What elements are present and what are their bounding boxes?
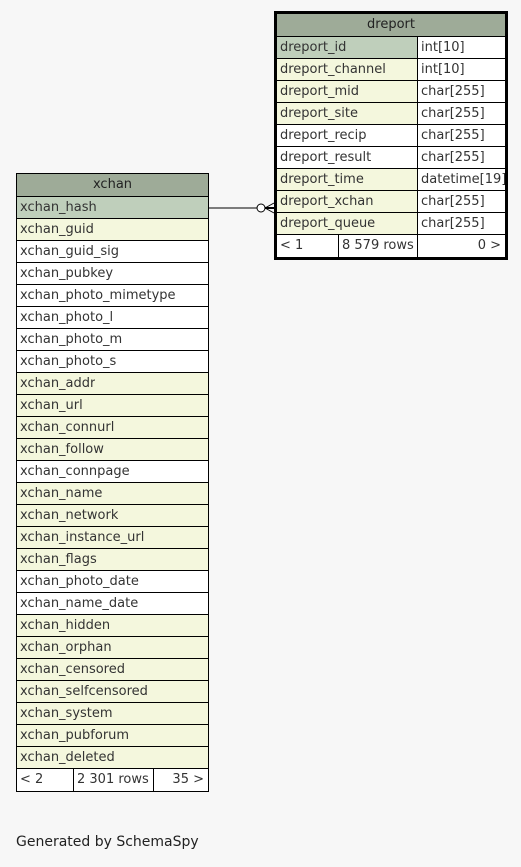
- column-name: dreport_mid: [280, 84, 359, 99]
- column-row-xchan-url[interactable]: xchan_url: [17, 395, 208, 417]
- column-row-xchan-network[interactable]: xchan_network: [17, 505, 208, 527]
- column-row-xchan-orphan[interactable]: xchan_orphan: [17, 637, 208, 659]
- column-name: dreport_xchan: [280, 194, 374, 209]
- generated-by-caption: Generated by SchemaSpy: [16, 834, 199, 850]
- table-xchan[interactable]: xchan xchan_hash xchan_guid xchan_guid_sig…: [16, 173, 209, 792]
- column-row-xchan-hash[interactable]: xchan_hash: [17, 197, 208, 219]
- column-name: xchan_follow: [20, 442, 104, 457]
- parents-count: < 1: [280, 238, 304, 253]
- column-row-xchan-name[interactable]: xchan_name: [17, 483, 208, 505]
- column-name: xchan_photo_date: [20, 574, 139, 589]
- row-count: 2 301 rows: [73, 769, 154, 791]
- row-count: 8 579 rows: [338, 235, 418, 257]
- column-row-dreport-channel[interactable]: dreport_channel int[10]: [277, 59, 505, 81]
- column-row-xchan-flags[interactable]: xchan_flags: [17, 549, 208, 571]
- column-row-xchan-guid[interactable]: xchan_guid: [17, 219, 208, 241]
- column-row-dreport-queue[interactable]: dreport_queue char[255]: [277, 213, 505, 235]
- column-name: dreport_time: [280, 172, 364, 187]
- children-count: 35 >: [172, 772, 204, 787]
- table-dreport-footer: < 1 8 579 rows 0 >: [277, 235, 505, 257]
- column-row-xchan-pubforum[interactable]: xchan_pubforum: [17, 725, 208, 747]
- column-name: xchan_network: [20, 508, 119, 523]
- table-xchan-columns: xchan_hash xchan_guid xchan_guid_sig xchan_…: [17, 197, 208, 769]
- column-name: dreport_recip: [280, 128, 367, 143]
- column-name: dreport_result: [280, 150, 372, 165]
- column-row-xchan-photo-l[interactable]: xchan_photo_l: [17, 307, 208, 329]
- column-name: xchan_orphan: [20, 640, 112, 655]
- column-row-xchan-follow[interactable]: xchan_follow: [17, 439, 208, 461]
- column-row-dreport-time[interactable]: dreport_time datetime[19]: [277, 169, 505, 191]
- column-row-xchan-addr[interactable]: xchan_addr: [17, 373, 208, 395]
- column-type: datetime[19]: [417, 169, 505, 190]
- column-row-dreport-recip[interactable]: dreport_recip char[255]: [277, 125, 505, 147]
- column-name: xchan_photo_m: [20, 332, 123, 347]
- column-name: xchan_pubforum: [20, 728, 130, 743]
- column-name: xchan_instance_url: [20, 530, 145, 545]
- column-name: xchan_hidden: [20, 618, 111, 633]
- column-type: int[10]: [417, 59, 505, 80]
- children-count: 0 >: [477, 238, 501, 253]
- column-row-xchan-connpage[interactable]: xchan_connpage: [17, 461, 208, 483]
- column-name: xchan_photo_mimetype: [20, 288, 176, 303]
- column-name: xchan_addr: [20, 376, 96, 391]
- column-row-xchan-photo-date[interactable]: xchan_photo_date: [17, 571, 208, 593]
- column-name: xchan_deleted: [20, 750, 115, 765]
- table-xchan-footer: < 2 2 301 rows 35 >: [17, 769, 208, 791]
- column-name: xchan_name: [20, 486, 103, 501]
- column-name: xchan_hash: [20, 200, 97, 215]
- column-row-xchan-selfcensored[interactable]: xchan_selfcensored: [17, 681, 208, 703]
- column-name: xchan_url: [20, 398, 83, 413]
- column-row-dreport-mid[interactable]: dreport_mid char[255]: [277, 81, 505, 103]
- column-name: xchan_photo_l: [20, 310, 114, 325]
- column-name: dreport_id: [280, 40, 347, 55]
- column-name: xchan_guid_sig: [20, 244, 120, 259]
- table-xchan-title[interactable]: xchan: [17, 174, 208, 197]
- column-name: dreport_queue: [280, 216, 376, 231]
- column-name: xchan_connpage: [20, 464, 130, 479]
- column-row-xchan-photo-s[interactable]: xchan_photo_s: [17, 351, 208, 373]
- column-row-dreport-id[interactable]: dreport_id int[10]: [277, 37, 505, 59]
- column-name: xchan_pubkey: [20, 266, 114, 281]
- column-row-xchan-censored[interactable]: xchan_censored: [17, 659, 208, 681]
- table-dreport-title[interactable]: dreport: [277, 14, 505, 37]
- column-name: xchan_flags: [20, 552, 97, 567]
- column-name: xchan_selfcensored: [20, 684, 148, 699]
- column-type: int[10]: [417, 37, 505, 58]
- column-type: char[255]: [417, 213, 505, 234]
- column-row-dreport-site[interactable]: dreport_site char[255]: [277, 103, 505, 125]
- column-type: char[255]: [417, 103, 505, 124]
- column-name: xchan_name_date: [20, 596, 139, 611]
- column-name: xchan_system: [20, 706, 113, 721]
- column-name: xchan_photo_s: [20, 354, 117, 369]
- column-row-dreport-result[interactable]: dreport_result char[255]: [277, 147, 505, 169]
- column-name: dreport_site: [280, 106, 358, 121]
- column-row-dreport-xchan[interactable]: dreport_xchan char[255]: [277, 191, 505, 213]
- parents-count: < 2: [20, 772, 44, 787]
- column-row-xchan-guid-sig[interactable]: xchan_guid_sig: [17, 241, 208, 263]
- column-type: char[255]: [417, 147, 505, 168]
- column-row-xchan-system[interactable]: xchan_system: [17, 703, 208, 725]
- column-row-xchan-deleted[interactable]: xchan_deleted: [17, 747, 208, 769]
- column-row-xchan-connurl[interactable]: xchan_connurl: [17, 417, 208, 439]
- column-type: char[255]: [417, 191, 505, 212]
- column-name: xchan_guid: [20, 222, 94, 237]
- column-name: xchan_censored: [20, 662, 125, 677]
- column-name: xchan_connurl: [20, 420, 115, 435]
- column-name: dreport_channel: [280, 62, 386, 77]
- column-row-xchan-hidden[interactable]: xchan_hidden: [17, 615, 208, 637]
- column-row-xchan-photo-m[interactable]: xchan_photo_m: [17, 329, 208, 351]
- column-row-xchan-instance-url[interactable]: xchan_instance_url: [17, 527, 208, 549]
- column-type: char[255]: [417, 125, 505, 146]
- column-row-xchan-pubkey[interactable]: xchan_pubkey: [17, 263, 208, 285]
- column-row-xchan-name-date[interactable]: xchan_name_date: [17, 593, 208, 615]
- column-type: char[255]: [417, 81, 505, 102]
- zero-or-many-circle-icon: [256, 203, 266, 213]
- column-row-xchan-photo-mimetype[interactable]: xchan_photo_mimetype: [17, 285, 208, 307]
